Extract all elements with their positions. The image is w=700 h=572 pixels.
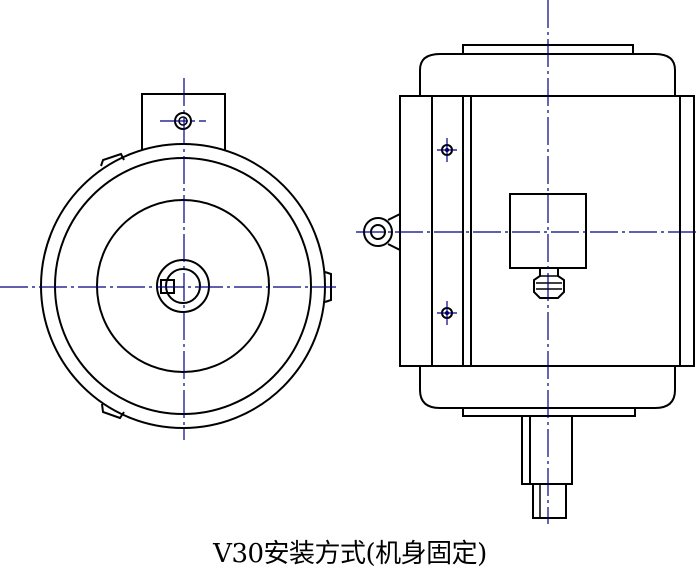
shaft-bore — [165, 268, 201, 304]
drawing-caption: V30安装方式(机身固定) — [213, 539, 487, 569]
side-view — [356, 0, 700, 524]
rim-lug-bottom — [101, 403, 125, 420]
rim-lug-top — [100, 152, 125, 167]
flange-circle — [96, 199, 270, 373]
housing-outer — [40, 143, 326, 429]
bolt-top — [437, 138, 457, 162]
shaft-circle — [156, 259, 210, 313]
housing-inner — [54, 157, 312, 415]
main-housing — [399, 95, 695, 367]
bottom-cap — [462, 407, 636, 417]
bolt-bottom — [437, 301, 457, 325]
end-view — [0, 78, 336, 440]
shaft-extension — [521, 415, 573, 519]
cable-gland — [533, 268, 565, 299]
motor-drawing — [0, 0, 700, 524]
